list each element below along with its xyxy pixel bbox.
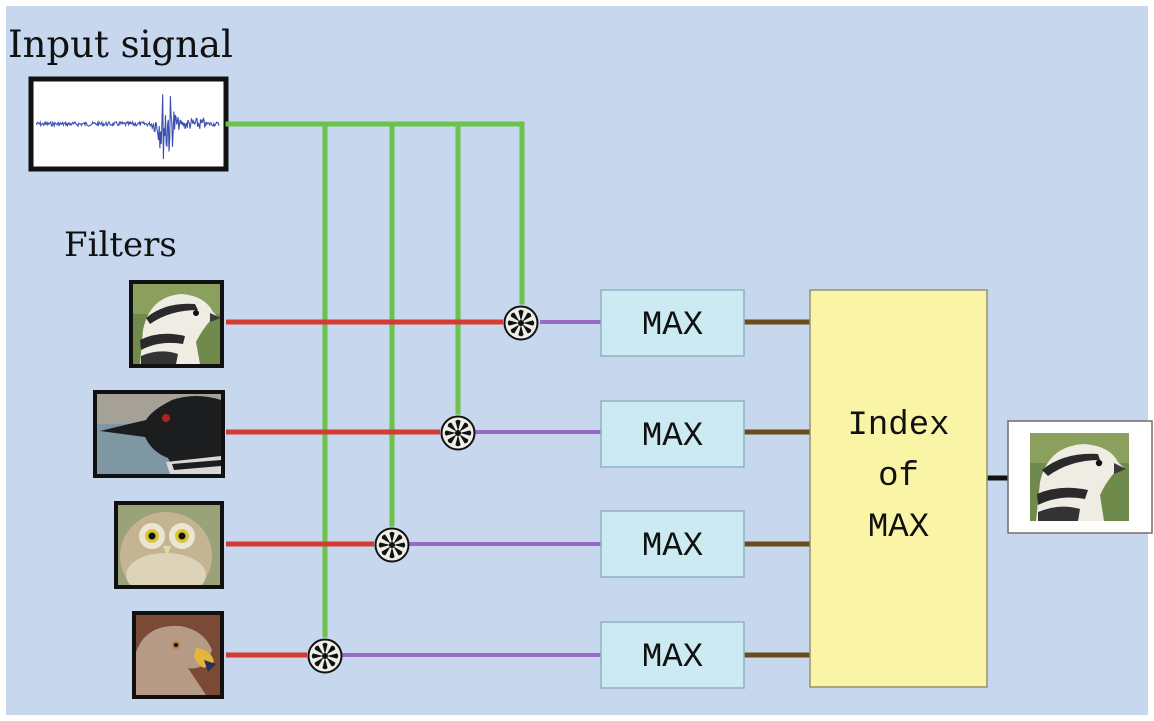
max-box-2: MAX: [600, 400, 745, 468]
max-label: MAX: [642, 528, 703, 566]
filter-lines: [226, 319, 503, 658]
filters-label: Filters: [64, 225, 177, 265]
max-box-1: MAX: [600, 289, 745, 357]
owl-icon: [118, 505, 220, 585]
index-label-line-1: Index: [847, 407, 949, 445]
diagram-title: Input signal: [8, 23, 233, 66]
loon-icon: [97, 394, 221, 474]
filter-image-owl: [114, 501, 224, 589]
convolution-symbol-2: [440, 415, 476, 451]
max-box-3: MAX: [600, 510, 745, 578]
index-label-line-3: MAX: [868, 509, 929, 547]
max-label: MAX: [642, 639, 703, 677]
filter-image-quail: [129, 280, 224, 368]
filter-image-hawk: [132, 611, 224, 699]
quail-icon: [133, 284, 220, 364]
input-signal-box: [28, 76, 229, 172]
result-image: [1007, 420, 1153, 534]
convolution-symbol-4: [307, 638, 343, 674]
max-label: MAX: [642, 307, 703, 345]
quail-icon: [1030, 433, 1129, 521]
convolution-symbol-1: [503, 305, 539, 341]
max-label: MAX: [642, 418, 703, 456]
max-box-4: MAX: [600, 621, 745, 689]
waveform-icon: [35, 94, 220, 160]
convolution-symbol-3: [374, 527, 410, 563]
convolution-output-lines: [342, 320, 602, 657]
index-label-line-2: of: [878, 458, 919, 496]
filter-image-loon: [93, 390, 225, 478]
max-output-lines: [743, 319, 811, 658]
hawk-icon: [136, 615, 220, 695]
index-of-max-box: Index of MAX: [809, 289, 988, 688]
